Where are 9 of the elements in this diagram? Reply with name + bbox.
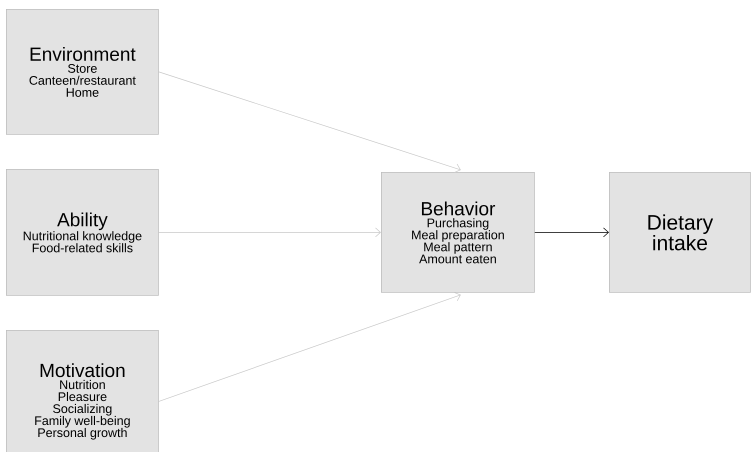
box: Ability Nutritional knowledge Food-related skills — [6, 169, 159, 296]
arrow — [158, 292, 461, 402]
box: Environment Store Canteen/restaurant Home — [6, 9, 159, 135]
box: Motivation Nutrition Pleasure Socializing Family well-being Personal growth — [6, 330, 159, 452]
arrow — [158, 72, 461, 173]
arrow — [158, 228, 381, 238]
box: Dietary intake — [609, 172, 751, 293]
arrow — [534, 228, 609, 238]
box: Behavior Purchasing Meal preparation Meal pattern Amount eaten — [381, 172, 535, 293]
